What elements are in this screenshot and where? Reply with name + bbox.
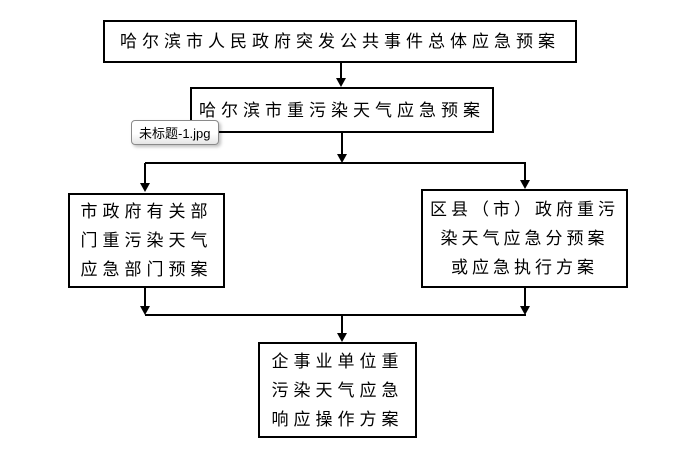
node-total-emergency-plan: 哈尔滨市人民政府突发公共事件总体应急预案 [103, 20, 577, 63]
connector-merge-line [145, 314, 526, 316]
connector-city-to-split [341, 133, 343, 154]
node-text-line: 门重污染天气 [80, 231, 213, 250]
filename-tooltip: 未标题-1.jpg [131, 120, 219, 145]
connector-merge-to-enterprise [341, 315, 343, 333]
arrowhead-down-icon [337, 333, 347, 342]
arrowhead-down-icon [140, 183, 150, 192]
node-text-line: 市政府有关部 [80, 202, 213, 221]
arrowhead-down-icon [520, 180, 530, 189]
node-city-heavy-pollution-plan: 哈尔滨市重污染天气应急预案 [190, 87, 494, 133]
node-text-line: 染天气应急分预案 [440, 229, 609, 248]
connector-split-to-dept [144, 163, 146, 183]
arrowhead-down-icon [336, 78, 346, 87]
tooltip-label: 未标题-1.jpg [139, 126, 211, 141]
arrowhead-down-icon [140, 306, 150, 315]
connector-split-to-district [524, 163, 526, 180]
arrowhead-down-icon [337, 154, 347, 163]
node-text-line: 应急部门预案 [80, 260, 213, 279]
node-text-line: 哈尔滨市人民政府突发公共事件总体应急预案 [120, 32, 560, 51]
connector-total-to-city [340, 63, 342, 78]
node-text-line: 企事业单位重 [271, 351, 404, 371]
node-enterprise-response-plan: 企事业单位重 污染天气应急 响应操作方案 [258, 342, 417, 438]
node-text-line: 区县（市）政府重污 [430, 200, 619, 219]
node-city-departments-plan: 市政府有关部 门重污染天气 应急部门预案 [68, 193, 225, 288]
node-district-government-plan: 区县（市）政府重污 染天气应急分预案 或应急执行方案 [421, 189, 628, 288]
arrowhead-down-icon [520, 306, 530, 315]
node-text-line: 污染天气应急 [271, 380, 404, 400]
node-text-line: 哈尔滨市重污染天气应急预案 [199, 100, 485, 120]
connector-district-to-merge [524, 288, 526, 306]
node-text-line: 响应操作方案 [271, 409, 404, 429]
connector-dept-to-merge [144, 288, 146, 306]
connector-split-line [145, 162, 526, 164]
node-text-line: 或应急执行方案 [451, 258, 598, 277]
